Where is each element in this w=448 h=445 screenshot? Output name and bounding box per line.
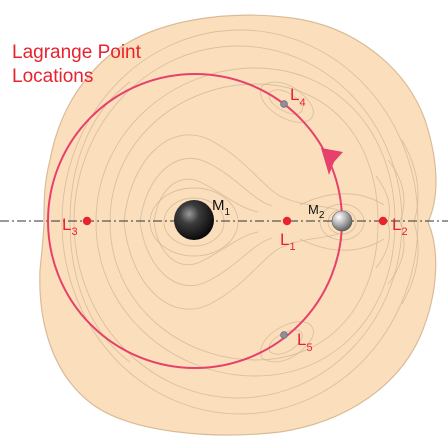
- l3-subscript: 3: [71, 226, 77, 238]
- l5-label: L5: [297, 330, 313, 354]
- contour-lines: [61, 29, 419, 415]
- l4-label: L4: [290, 85, 306, 109]
- l1-label: L1: [280, 230, 296, 253]
- l5-marker: [280, 331, 288, 339]
- l2-subscript: 2: [401, 226, 407, 238]
- mass-m1-letter: M: [212, 197, 225, 214]
- l1-marker: [282, 216, 292, 226]
- l3-label: L3: [62, 215, 78, 238]
- mass-m1-body: [174, 200, 214, 240]
- l3-marker: [82, 216, 92, 226]
- diagram-title: Lagrange Point Locations: [12, 42, 146, 87]
- l1-letter: L: [280, 230, 289, 249]
- mass-m1-subscript: 1: [225, 207, 231, 218]
- l4-subscript: 4: [299, 97, 305, 109]
- l2-marker: [378, 216, 388, 226]
- mass-m2-label: M2: [308, 202, 325, 221]
- l2-letter: L: [392, 215, 401, 234]
- mass-m2-body: [331, 210, 353, 232]
- l5-subscript: 5: [306, 342, 312, 354]
- l1-subscript: 1: [289, 241, 295, 253]
- title-line-2: Locations: [12, 66, 93, 87]
- l5-letter: L: [297, 330, 306, 349]
- l2-label: L2: [392, 215, 408, 238]
- mass-m1-label: M1: [212, 197, 231, 218]
- title-line-1: Lagrange Point: [12, 42, 142, 63]
- l4-letter: L: [290, 85, 299, 104]
- l3-letter: L: [62, 215, 71, 234]
- l4-marker: [280, 100, 288, 108]
- mass-m2-subscript: 2: [319, 210, 325, 221]
- orbit-direction-arrow: [321, 148, 343, 175]
- mass-m2-letter: M: [308, 202, 319, 217]
